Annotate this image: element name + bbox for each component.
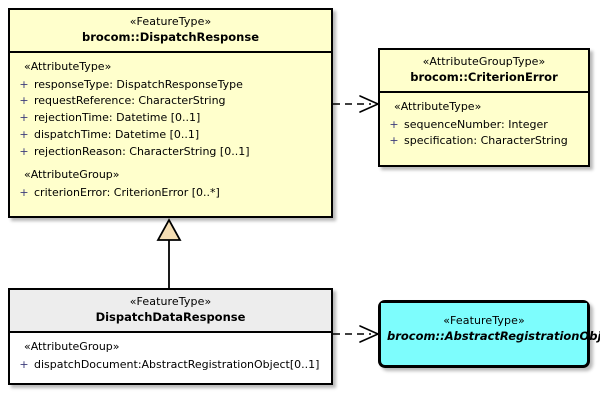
visibility-marker: + (19, 186, 29, 200)
open-arrowhead-1 (359, 95, 380, 113)
class-stereotype: «FeatureType» (129, 15, 212, 28)
attribute-row[interactable]: + responseType: DispatchResponseType (14, 77, 327, 94)
class-header-criterion-error: «AttributeGroupType» brocom::CriterionEr… (380, 50, 588, 93)
attribute-group-label: «AttributeType» (24, 59, 112, 73)
attribute-row[interactable]: + rejectionTime: Datetime [0..1] (14, 110, 327, 127)
attribute-signature: requestReference: CharacterString (34, 94, 226, 108)
attribute-group-label: «AttributeType» (394, 99, 482, 113)
attribute-signature: rejectionReason: CharacterString [0..1] (34, 144, 250, 158)
dependency-dispatchdataresponse-to-abstractregistrationobject (333, 325, 380, 343)
hollow-triangle-arrowhead (156, 218, 182, 241)
visibility-marker: + (389, 134, 399, 148)
open-arrowhead-2 (359, 325, 380, 343)
class-box-dispatch-response[interactable]: «FeatureType» brocom::DispatchResponse «… (8, 8, 333, 218)
class-box-abstract-registration-object[interactable]: «FeatureType» brocom::AbstractRegistrati… (378, 300, 600, 368)
class-box-dispatch-data-response[interactable]: «FeatureType» DispatchDataResponse «Attr… (8, 288, 333, 385)
group-spacer (14, 160, 327, 167)
attribute-signature: responseType: DispatchResponseType (34, 77, 243, 91)
class-header-dispatch-data-response: «FeatureType» DispatchDataResponse (10, 290, 331, 333)
visibility-marker: + (19, 127, 29, 141)
class-header-abstract-registration-object: «FeatureType» brocom::AbstractRegistrati… (381, 303, 600, 350)
class-stereotype: «FeatureType» (129, 295, 212, 308)
visibility-marker: + (389, 117, 399, 131)
dependency-dispatchresponse-to-criterionerror (333, 95, 380, 113)
attribute-row[interactable]: + rejectionReason: CharacterString [0..1… (14, 144, 327, 161)
class-title: brocom::DispatchResponse (82, 30, 259, 45)
class-title: brocom::AbstractRegistrationObject (387, 329, 600, 344)
visibility-marker: + (19, 111, 29, 125)
attribute-signature: dispatchDocument:AbstractRegistrationObj… (34, 357, 320, 371)
attribute-group-label: «AttributeGroup» (24, 339, 120, 353)
attribute-signature: specification: CharacterString (404, 134, 568, 148)
visibility-marker: + (19, 94, 29, 108)
attribute-signature: dispatchTime: Datetime [0..1] (34, 127, 200, 141)
attribute-compartment: «AttributeType» + responseType: Dispatch… (10, 53, 331, 209)
class-title: brocom::CriterionError (410, 70, 558, 85)
generalization-dispatchdataresponse-to-dispatchresponse (156, 218, 182, 288)
class-header-dispatch-response: «FeatureType» brocom::DispatchResponse (10, 10, 331, 53)
attribute-compartment: «AttributeGroup» + dispatchDocument:Abst… (10, 333, 331, 381)
attribute-row[interactable]: + sequenceNumber: Integer (384, 117, 584, 134)
class-box-criterion-error[interactable]: «AttributeGroupType» brocom::CriterionEr… (378, 48, 590, 167)
class-stereotype: «AttributeGroupType» (422, 55, 546, 68)
attribute-row[interactable]: + specification: CharacterString (384, 133, 584, 150)
attribute-row[interactable]: + criterionError: CriterionError [0..*] (14, 185, 327, 202)
attribute-row[interactable]: + dispatchTime: Datetime [0..1] (14, 127, 327, 144)
attribute-signature: rejectionTime: Datetime [0..1] (34, 111, 201, 125)
attribute-row[interactable]: + dispatchDocument:AbstractRegistrationO… (14, 357, 327, 374)
attribute-group-label: «AttributeGroup» (24, 168, 120, 182)
visibility-marker: + (19, 144, 29, 158)
visibility-marker: + (19, 357, 29, 371)
attribute-signature: sequenceNumber: Integer (404, 117, 548, 131)
visibility-marker: + (19, 77, 29, 91)
class-stereotype: «FeatureType» (443, 314, 525, 327)
attribute-compartment: «AttributeType» + sequenceNumber: Intege… (380, 93, 588, 157)
attribute-signature: criterionError: CriterionError [0..*] (34, 186, 220, 200)
attribute-row[interactable]: + requestReference: CharacterString (14, 93, 327, 110)
class-title: DispatchDataResponse (95, 310, 246, 325)
